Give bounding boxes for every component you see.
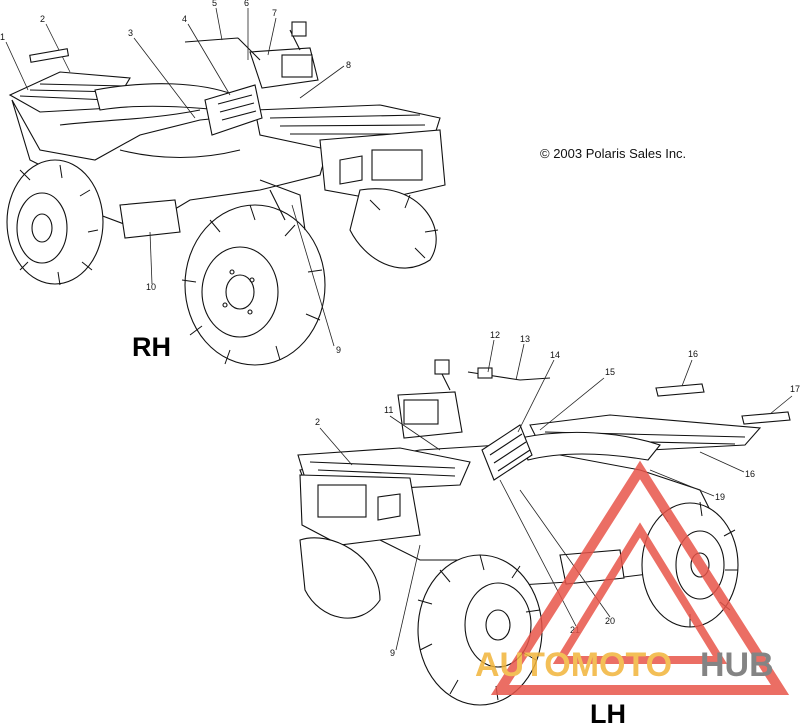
svg-text:4: 4: [182, 14, 187, 24]
copyright-text: © 2003 Polaris Sales Inc.: [540, 146, 686, 161]
atv-rh-view: 1 2 3 4 5 6 7 8 10 9 RH: [0, 0, 446, 366]
svg-text:20: 20: [605, 616, 615, 626]
atv-lh-view: 12 13 14 15 16 17 11 2 16 19 20 21 9 LH: [297, 330, 800, 726]
watermark-text-secondary: HUB: [700, 646, 774, 684]
svg-text:14: 14: [550, 350, 560, 360]
watermark-logo: AUTOMOTO HUB: [475, 460, 790, 695]
rh-callouts: 1 2 3 4 5 6 7 8 10 9: [0, 0, 351, 355]
svg-text:15: 15: [605, 367, 615, 377]
rh-view-label: RH: [132, 332, 171, 362]
watermark-text-primary: AUTOMOTO: [475, 646, 672, 684]
svg-text:3: 3: [128, 28, 133, 38]
svg-text:5: 5: [212, 0, 217, 8]
watermark-triangle-icon: [490, 460, 790, 695]
svg-text:16: 16: [745, 469, 755, 479]
svg-text:2: 2: [315, 417, 320, 427]
lh-view-label: LH: [590, 699, 626, 726]
svg-text:7: 7: [272, 8, 277, 18]
svg-text:1: 1: [0, 32, 5, 42]
svg-text:8: 8: [346, 60, 351, 70]
svg-text:6: 6: [244, 0, 249, 8]
svg-text:9: 9: [336, 345, 341, 355]
svg-text:10: 10: [146, 282, 156, 292]
svg-text:16: 16: [688, 349, 698, 359]
svg-text:19: 19: [715, 492, 725, 502]
svg-text:13: 13: [520, 334, 530, 344]
svg-text:2: 2: [40, 14, 45, 24]
svg-text:11: 11: [384, 405, 393, 415]
svg-text:12: 12: [490, 330, 500, 340]
svg-text:9: 9: [390, 648, 395, 658]
svg-text:17: 17: [790, 384, 800, 394]
